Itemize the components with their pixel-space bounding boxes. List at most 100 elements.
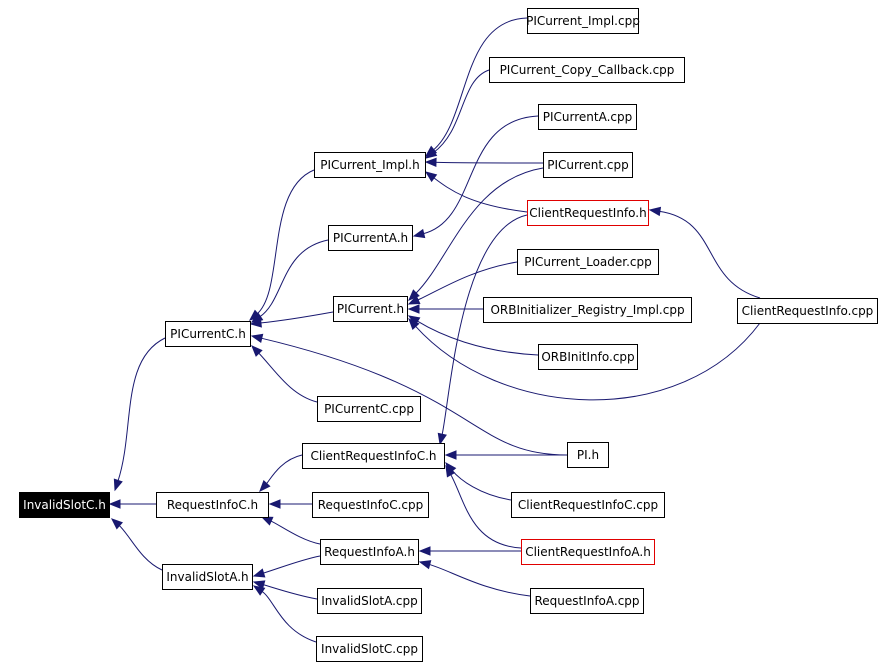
nodes: InvalidSlotC.h RequestInfoC.hInvalidSlotA… [19,8,878,662]
node-box[interactable] [489,57,685,83]
node-box[interactable] [517,249,659,275]
edge-PICurrent_Impl_h-to-PICurrentC_h [248,169,315,321]
node-label: PICurrent.h [337,302,404,316]
node-PICurrentA_h[interactable]: PICurrentA.h [328,225,413,251]
node-ClientRequestInfoC_h[interactable]: ClientRequestInfoC.h [302,443,445,469]
node-PICurrentC_cpp[interactable]: PICurrentC.cpp [317,396,421,422]
node-label: RequestInfoA.h [324,545,415,559]
arrow-head [418,560,432,570]
node-box[interactable] [312,492,429,518]
arrow-head [418,546,431,556]
node-box[interactable] [538,344,638,370]
node-ClientRequestInfoA_h[interactable]: ClientRequestInfoA.h [521,539,655,565]
node-box[interactable] [567,442,609,468]
edge-line [433,69,490,154]
node-PICurrentC_h[interactable]: PICurrentC.h [165,321,251,347]
node-box[interactable] [737,298,878,324]
arrow-head [259,480,271,492]
node-PICurrent_Impl_h[interactable]: PICurrent_Impl.h [314,152,426,178]
node-ClientRequestInfo_cpp[interactable]: ClientRequestInfo.cpp [737,298,878,324]
node-RequestInfoC_cpp[interactable]: RequestInfoC.cpp [312,492,429,518]
edge-PICurrentC_cpp-to-PICurrentC_h [251,345,318,403]
node-box[interactable] [328,225,413,251]
edge-line [265,454,303,485]
node-label: PICurrent_Impl.cpp [526,14,640,28]
edge-PI_h-to-PICurrentC_h [250,333,568,456]
node-box[interactable] [333,296,408,322]
node-label: RequestInfoC.cpp [318,498,423,512]
node-box[interactable] [317,396,421,422]
arrow-head [424,157,437,168]
node-label: RequestInfoA.cpp [534,594,639,608]
edge-ORBInitializer_Registry_Impl_cpp-to-PICurrent_h [407,304,483,314]
arrow-head [113,478,123,492]
edge-PICurrent_h-to-PICurrentC_h [249,311,334,328]
node-RequestInfoA_cpp[interactable]: RequestInfoA.cpp [530,588,644,614]
edge-ClientRequestInfoA_h-to-ClientRequestInfoC_h [445,464,522,549]
edge-InvalidSlotC_cpp-to-InvalidSlotA_h [252,585,317,643]
node-label: PICurrent_Impl.h [320,158,419,172]
node-box[interactable] [19,492,110,518]
node-InvalidSlotA_h[interactable]: InvalidSlotA.h [162,564,253,590]
node-box[interactable] [521,539,655,565]
edge-line [262,583,318,600]
node-PICurrent_Loader_cpp[interactable]: PICurrent_Loader.cpp [517,249,659,275]
edge-RequestInfoC_h-to-InvalidSlotC_h [108,499,156,509]
node-RequestInfoA_h[interactable]: RequestInfoA.h [320,539,419,565]
node-InvalidSlotC_h[interactable]: InvalidSlotC.h [19,492,110,518]
node-box[interactable] [165,321,251,347]
arrow-head [252,580,266,590]
edge-line [260,337,568,456]
node-label: PICurrentC.h [170,327,246,341]
arrow-head [251,345,263,357]
edge-PICurrent_Loader_cpp-to-PICurrent_h [407,261,518,305]
node-PICurrentA_cpp[interactable]: PICurrentA.cpp [538,104,637,130]
arrow-head [260,516,274,526]
node-box[interactable] [530,588,644,614]
edge-PICurrentA_h-to-PICurrentC_h [250,239,329,323]
node-PICurrent_h[interactable]: PICurrent.h [333,296,408,322]
arrow-head [250,333,264,344]
edge-line [434,161,544,164]
node-box[interactable] [162,564,253,590]
node-PI_h[interactable]: PI.h [567,442,609,468]
node-box[interactable] [314,152,426,178]
edge-ClientRequestInfoC_cpp-to-ClientRequestInfoC_h [445,461,512,501]
node-PICurrent_Impl_cpp[interactable]: PICurrent_Impl.cpp [526,8,640,34]
node-ClientRequestInfo_h[interactable]: ClientRequestInfo.h [527,200,649,226]
node-box[interactable] [302,443,445,469]
node-ORBInitInfo_cpp[interactable]: ORBInitInfo.cpp [538,344,638,370]
node-InvalidSlotC_cpp[interactable]: InvalidSlotC.cpp [316,636,423,662]
node-box[interactable] [483,297,692,323]
node-box[interactable] [538,104,637,130]
node-box[interactable] [543,152,633,178]
node-box[interactable] [527,8,639,34]
node-box[interactable] [527,200,649,226]
node-box[interactable] [316,636,423,662]
node-ORBInitializer_Registry_Impl_cpp[interactable]: ORBInitializer_Registry_Impl.cpp [483,297,692,323]
node-InvalidSlotA_cpp[interactable]: InvalidSlotA.cpp [317,588,422,614]
edge-line [118,524,163,571]
node-box[interactable] [317,588,422,614]
arrow-head [437,432,447,446]
node-box[interactable] [511,492,665,518]
edge-line [261,590,317,643]
node-label: InvalidSlotC.cpp [321,642,418,656]
node-PICurrent_Copy_Callback_cpp[interactable]: PICurrent_Copy_Callback.cpp [489,57,685,83]
arrow-head [407,295,421,305]
edge-line [416,261,518,301]
arrow-head [444,450,457,460]
arrow-head [424,148,438,159]
arrow-head [408,289,420,301]
node-box[interactable] [320,539,419,565]
arrow-head [252,568,266,578]
node-RequestInfoC_h[interactable]: RequestInfoC.h [156,492,269,518]
node-label: InvalidSlotA.cpp [321,594,418,608]
node-PICurrent_cpp[interactable]: PICurrent.cpp [543,152,633,178]
node-ClientRequestInfoC_cpp[interactable]: ClientRequestInfoC.cpp [511,492,665,518]
node-box[interactable] [156,492,269,518]
edge-PICurrent_Copy_Callback_cpp-to-PICurrent_Impl_h [424,69,490,159]
edge-line [262,555,321,574]
